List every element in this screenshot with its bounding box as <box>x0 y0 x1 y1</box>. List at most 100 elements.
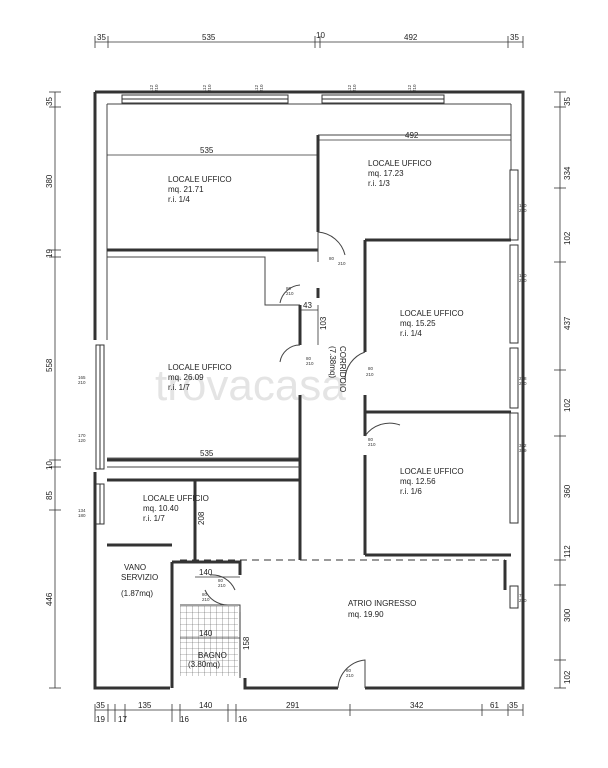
svg-text:61: 61 <box>490 701 499 710</box>
room-bagno: BAGNO (3.80mq) <box>188 651 227 669</box>
room-atrio: ATRIO INGRESSO mq. 19.90 <box>348 599 416 619</box>
svg-text:r.i. 1/6: r.i. 1/6 <box>400 487 422 496</box>
dimension-left: 35 380 19 558 10 85 446 <box>45 91 61 689</box>
svg-text:112: 112 <box>563 545 572 558</box>
svg-text:102: 102 <box>563 231 572 245</box>
svg-text:210: 210 <box>519 208 527 213</box>
svg-text:35: 35 <box>510 33 519 42</box>
svg-text:446: 446 <box>45 592 54 606</box>
svg-text:535: 535 <box>200 449 214 458</box>
svg-text:210: 210 <box>154 84 159 92</box>
svg-text:339: 339 <box>519 448 527 453</box>
svg-text:(7.38mq): (7.38mq) <box>328 346 337 378</box>
svg-text:16: 16 <box>238 715 247 724</box>
room-uff4: LOCALE UFFICO mq. 15.25 r.i. 1/4 <box>400 309 464 338</box>
svg-text:80: 80 <box>346 668 352 673</box>
left-windows: 165 210 170 120 134 180 <box>78 344 105 525</box>
svg-text:135: 135 <box>138 701 152 710</box>
svg-text:80: 80 <box>329 256 335 261</box>
svg-text:(1.87mq): (1.87mq) <box>121 589 153 598</box>
svg-text:16: 16 <box>180 715 189 724</box>
svg-text:LOCALE UFFICIO: LOCALE UFFICIO <box>143 494 209 503</box>
svg-text:r.i. 1/7: r.i. 1/7 <box>168 383 190 392</box>
svg-text:80: 80 <box>368 366 374 371</box>
svg-text:r.i. 1/3: r.i. 1/3 <box>368 179 390 188</box>
svg-text:LOCALE UFFICO: LOCALE UFFICO <box>400 309 464 318</box>
svg-text:140: 140 <box>199 701 213 710</box>
svg-text:10: 10 <box>45 461 54 470</box>
svg-text:LOCALE UFFICO: LOCALE UFFICO <box>168 363 232 372</box>
svg-text:80: 80 <box>306 356 312 361</box>
svg-text:35: 35 <box>96 701 105 710</box>
svg-text:140: 140 <box>199 629 213 638</box>
svg-text:35: 35 <box>509 701 518 710</box>
svg-text:492: 492 <box>404 33 418 42</box>
svg-text:210: 210 <box>259 84 264 92</box>
svg-text:492: 492 <box>405 131 419 140</box>
svg-text:210: 210 <box>352 84 357 92</box>
svg-text:LOCALE UFFICO: LOCALE UFFICO <box>168 175 232 184</box>
svg-text:(3.80mq): (3.80mq) <box>188 660 220 669</box>
svg-text:112: 112 <box>149 84 154 92</box>
bagno-tiles <box>180 606 238 676</box>
svg-text:mq. 19.90: mq. 19.90 <box>348 610 384 619</box>
svg-text:80: 80 <box>202 592 208 597</box>
svg-text:170: 170 <box>78 433 86 438</box>
svg-text:210: 210 <box>78 380 86 385</box>
svg-text:80: 80 <box>218 578 224 583</box>
svg-text:LOCALE UFFICO: LOCALE UFFICO <box>368 159 432 168</box>
outer-walls <box>93 90 525 690</box>
svg-text:210: 210 <box>412 84 417 92</box>
svg-text:180: 180 <box>519 203 527 208</box>
inner-dimensions: 535 492 535 43 103 208 140 140 158 <box>107 131 511 676</box>
svg-text:210: 210 <box>306 361 314 366</box>
svg-text:mq. 17.23: mq. 17.23 <box>368 169 404 178</box>
svg-text:103: 103 <box>319 316 328 330</box>
svg-text:210: 210 <box>519 278 527 283</box>
svg-text:180: 180 <box>519 273 527 278</box>
room-uff2: LOCALE UFFICO mq. 17.23 r.i. 1/3 <box>368 159 432 188</box>
svg-text:535: 535 <box>200 146 214 155</box>
svg-text:200: 200 <box>519 598 527 603</box>
svg-text:437: 437 <box>563 316 572 330</box>
svg-text:210: 210 <box>286 291 294 296</box>
svg-text:210: 210 <box>346 673 354 678</box>
svg-text:mq. 10.40: mq. 10.40 <box>143 504 179 513</box>
svg-text:218: 218 <box>519 376 527 381</box>
svg-text:158: 158 <box>242 636 251 650</box>
svg-text:SERVIZIO: SERVIZIO <box>121 573 158 582</box>
doors: 80 210 80 210 80 210 80 210 80 210 80 21… <box>202 231 401 689</box>
svg-text:80: 80 <box>368 437 374 442</box>
svg-text:35: 35 <box>97 33 106 42</box>
svg-text:70: 70 <box>519 593 525 598</box>
svg-text:210: 210 <box>207 84 212 92</box>
room-uff3: LOCALE UFFICO mq. 26.09 r.i. 1/7 <box>168 363 232 392</box>
svg-text:208: 208 <box>197 511 206 525</box>
svg-text:112: 112 <box>202 84 207 92</box>
svg-text:mq. 26.09: mq. 26.09 <box>168 373 204 382</box>
svg-text:210: 210 <box>368 442 376 447</box>
svg-text:85: 85 <box>45 491 54 500</box>
svg-text:19: 19 <box>45 249 54 258</box>
svg-text:535: 535 <box>202 33 216 42</box>
svg-text:210: 210 <box>338 261 346 266</box>
svg-text:VANO: VANO <box>124 563 146 572</box>
svg-text:10: 10 <box>316 31 325 40</box>
svg-text:35: 35 <box>45 97 54 106</box>
svg-text:380: 380 <box>45 174 54 188</box>
svg-text:19: 19 <box>96 715 105 724</box>
svg-text:ATRIO INGRESSO: ATRIO INGRESSO <box>348 599 416 608</box>
interior-walls <box>107 134 511 688</box>
svg-text:120: 120 <box>78 438 86 443</box>
svg-text:300: 300 <box>563 608 572 622</box>
watermark: trovacasa <box>155 361 346 410</box>
svg-text:558: 558 <box>45 358 54 372</box>
svg-text:291: 291 <box>286 701 300 710</box>
top-windows: 112 210 112 210 112 210 112 210 112 210 <box>121 84 445 104</box>
svg-text:210: 210 <box>218 583 226 588</box>
svg-text:112: 112 <box>254 84 259 92</box>
svg-text:35: 35 <box>563 97 572 106</box>
svg-text:mq. 12.56: mq. 12.56 <box>400 477 436 486</box>
svg-text:BAGNO: BAGNO <box>198 651 227 660</box>
svg-text:210: 210 <box>202 597 210 602</box>
